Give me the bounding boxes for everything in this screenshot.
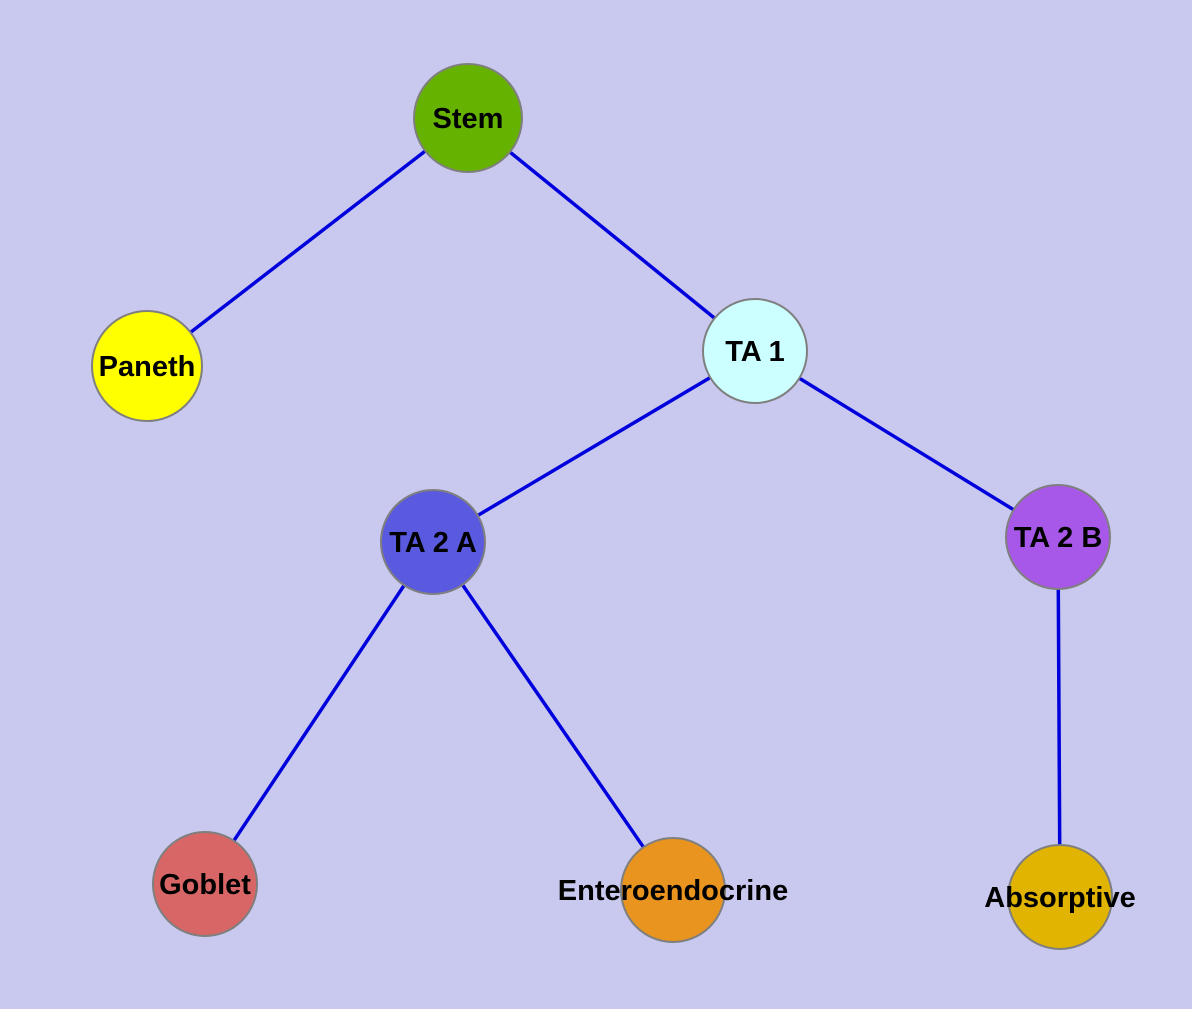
graph-node-absorptive[interactable] xyxy=(1007,844,1113,950)
graph-edge-ta2b-absorptive xyxy=(1056,536,1062,898)
graph-edge-stem-ta1 xyxy=(466,116,757,353)
edge-layer xyxy=(145,116,1062,898)
graph-node-enteroendocrine[interactable] xyxy=(620,837,726,943)
graph-edge-stem-paneth xyxy=(145,116,470,368)
graph-node-goblet[interactable] xyxy=(152,831,258,937)
graph-node-ta2b[interactable] xyxy=(1005,484,1111,590)
graph-edge-ta1-ta2b xyxy=(754,349,1059,539)
graph-edge-ta1-ta2a xyxy=(432,349,756,544)
graph-edge-ta2a-enteroendocrine xyxy=(431,541,675,891)
graph-node-stem[interactable] xyxy=(413,63,523,173)
graph-node-ta2a[interactable] xyxy=(380,489,486,595)
graph-node-ta1[interactable] xyxy=(702,298,808,404)
graph-edge-ta2a-goblet xyxy=(203,541,435,885)
node-layer xyxy=(91,63,1113,950)
graph-node-paneth[interactable] xyxy=(91,310,203,422)
